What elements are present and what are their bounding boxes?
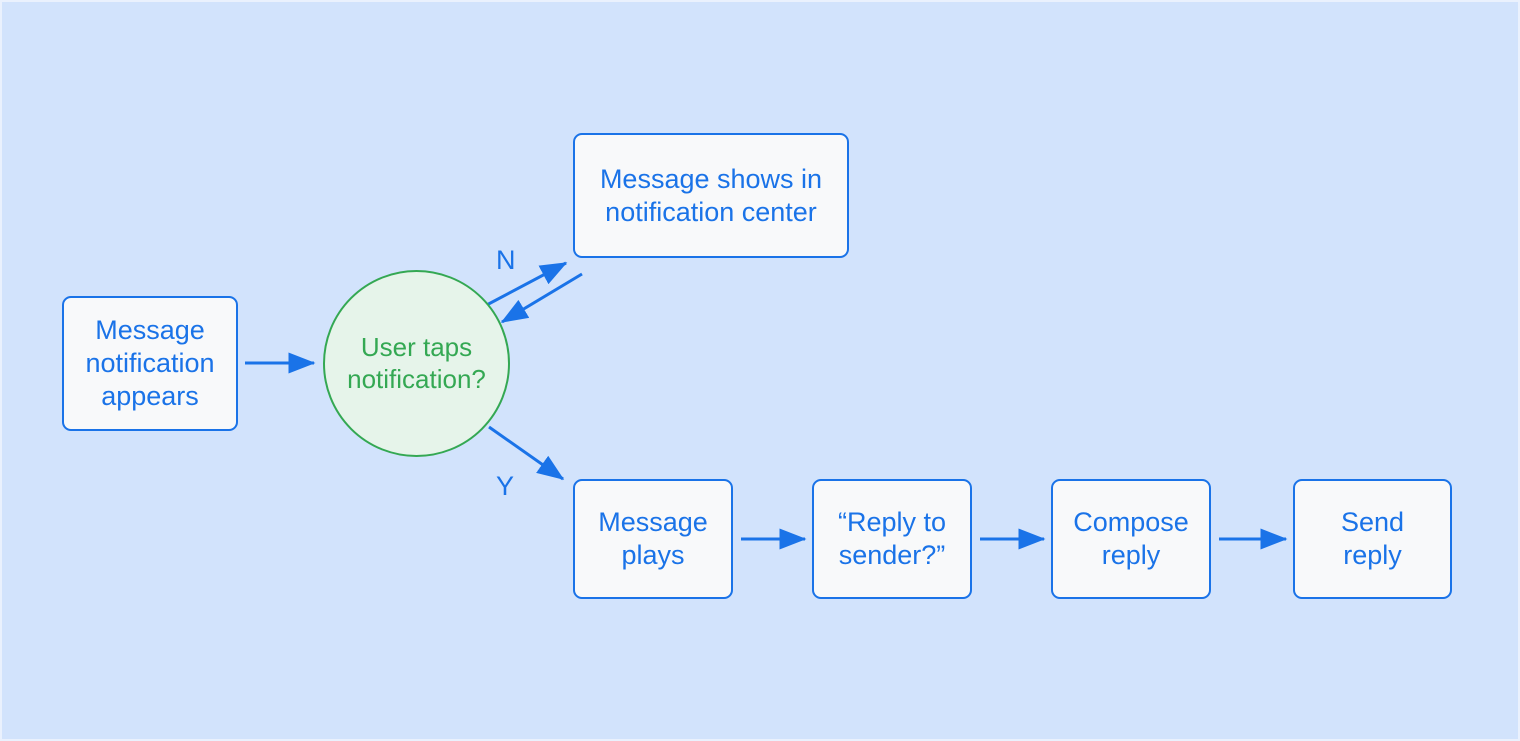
node-message-shows-in-notification-center[interactable]: Message shows in notification center [573,133,849,258]
node-compose-reply[interactable]: Compose reply [1051,479,1211,599]
edge-label-yes: Y [496,471,515,501]
edge-notification-center-to-decision [500,272,583,324]
edge-decision-to-notification-center [480,261,568,310]
node-send-reply[interactable]: Send reply [1293,479,1452,599]
node-reply-to-sender[interactable]: “Reply to sender?” [812,479,972,599]
node-message-notification-appears[interactable]: Message notification appears [62,296,238,431]
node-message-plays[interactable]: Message plays [573,479,733,599]
node-user-taps-notification-decision[interactable]: User taps notification? [323,270,510,457]
edge-label-no: N [496,245,516,275]
